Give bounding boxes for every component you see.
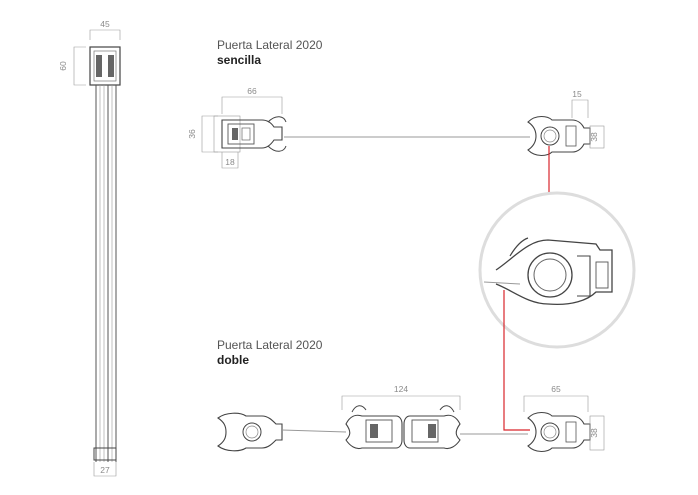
double-right-profile: 65 38 <box>523 384 605 453</box>
dim-double-right-width: 65 <box>551 384 561 394</box>
dim-double-center-width: 124 <box>394 384 408 394</box>
rail-top-block <box>89 46 121 86</box>
double-title: Puerta Lateral 2020 <box>217 338 323 352</box>
dim-single-left-height: 36 <box>187 129 197 139</box>
dim-rail-width: 45 <box>100 19 110 29</box>
zoom-connector-bottom <box>503 290 530 431</box>
rail-bottom-block <box>93 447 117 461</box>
single-right-profile: 15 38 <box>527 89 605 157</box>
double-subtitle: doble <box>217 353 249 367</box>
single-left-profile: 66 36 18 <box>187 86 287 169</box>
single-subtitle: sencilla <box>217 53 262 67</box>
dim-rail-bottom: 27 <box>100 465 110 475</box>
double-left-profile <box>217 412 283 452</box>
dim-double-right-height: 38 <box>589 428 599 438</box>
dim-single-left-bottom: 18 <box>225 157 235 167</box>
single-door: 66 36 18 15 38 <box>187 86 605 169</box>
section-title-single: Puerta Lateral 2020 sencilla <box>217 38 322 68</box>
double-center-profiles: 124 <box>341 384 461 450</box>
dim-single-left-width: 66 <box>247 86 257 96</box>
single-title: Puerta Lateral 2020 <box>217 38 323 52</box>
dim-single-right-height: 38 <box>589 132 599 142</box>
dim-single-right-width: 15 <box>572 89 582 99</box>
double-door: 124 65 38 <box>217 384 605 453</box>
vertical-rail: 45 60 27 <box>58 19 121 477</box>
zoom-detail <box>478 146 636 431</box>
double-glass-left <box>281 429 347 433</box>
zoom-ring <box>478 191 636 349</box>
dim-rail-height: 60 <box>58 61 68 71</box>
section-title-double: Puerta Lateral 2020 doble <box>217 338 322 368</box>
